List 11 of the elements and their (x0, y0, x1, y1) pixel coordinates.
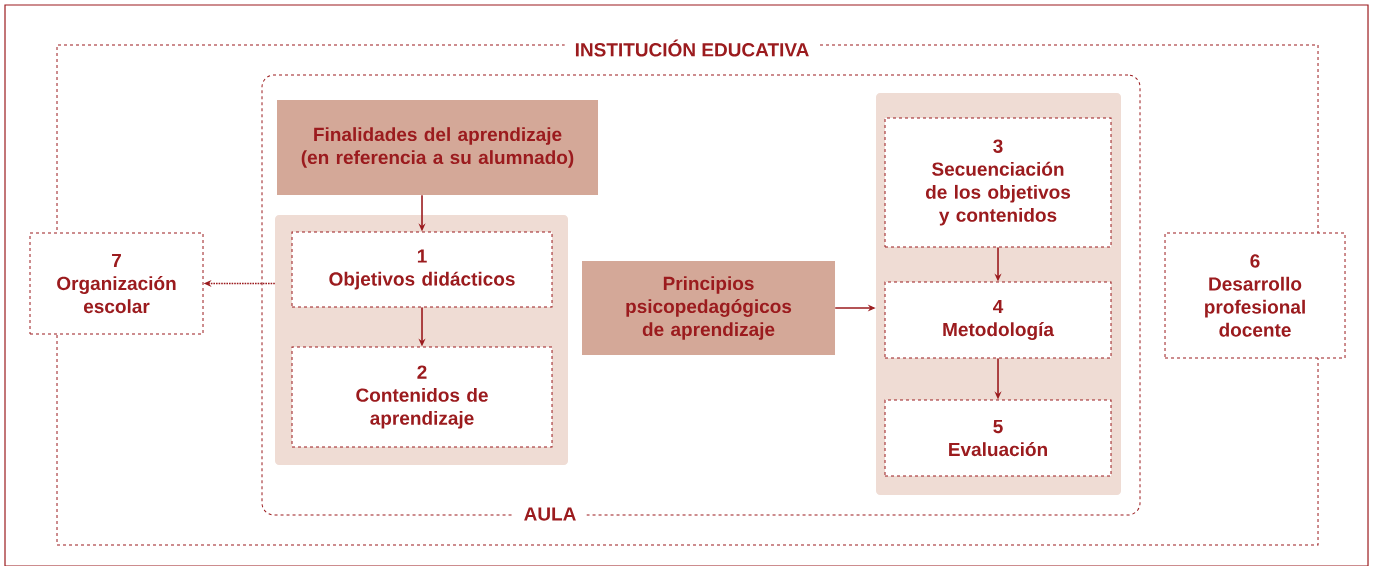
process-box: 2 Contenidos de aprendizaje (291, 346, 553, 448)
frame-heading: INSTITUCIÓN EDUCATIVA (564, 37, 820, 59)
process-box: 1 Objetivos didácticos (291, 231, 553, 308)
process-box: Principios psicopedagógicos de aprendizaje (582, 261, 835, 355)
process-box: 3 Secuenciación de los objetivos y contenidos (884, 117, 1112, 248)
process-box: 4 Metodología (884, 281, 1112, 359)
process-box: 6 Desarrollo profesional docente (1164, 232, 1346, 359)
process-box: 7 Organización escolar (29, 232, 204, 335)
process-box: Finalidades del aprendizaje (en referencia a su alumnado) (277, 100, 598, 195)
frame-heading: AULA (513, 505, 587, 523)
process-box: 5 Evaluación (884, 399, 1112, 477)
